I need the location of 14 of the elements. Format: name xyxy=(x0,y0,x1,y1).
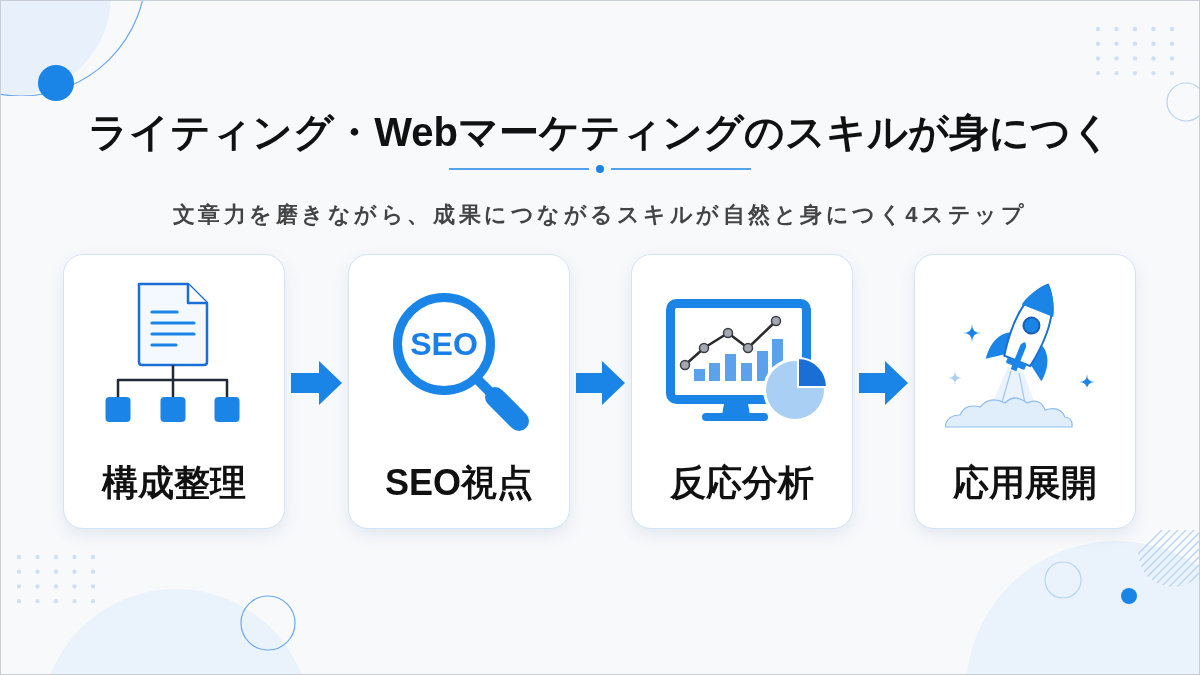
icon-text: SEO xyxy=(410,328,478,360)
arrow xyxy=(291,361,342,405)
step-label: 構成整理 xyxy=(102,461,246,505)
step-card xyxy=(914,254,1136,529)
step-card xyxy=(348,254,570,529)
step-label: 応用展開 xyxy=(953,461,1097,505)
step-label: SEO視点 xyxy=(385,461,533,505)
arrow xyxy=(859,361,908,405)
arrow xyxy=(576,361,625,405)
step-card xyxy=(63,254,285,529)
step-card xyxy=(631,254,853,529)
title: ライティング・Webマーケティングのスキルが身につく xyxy=(88,109,1112,156)
subtitle: 文章力を磨きながら、成果につながるスキルが自然と身につく4ステップ xyxy=(172,201,1028,229)
step-label: 反応分析 xyxy=(670,461,814,505)
